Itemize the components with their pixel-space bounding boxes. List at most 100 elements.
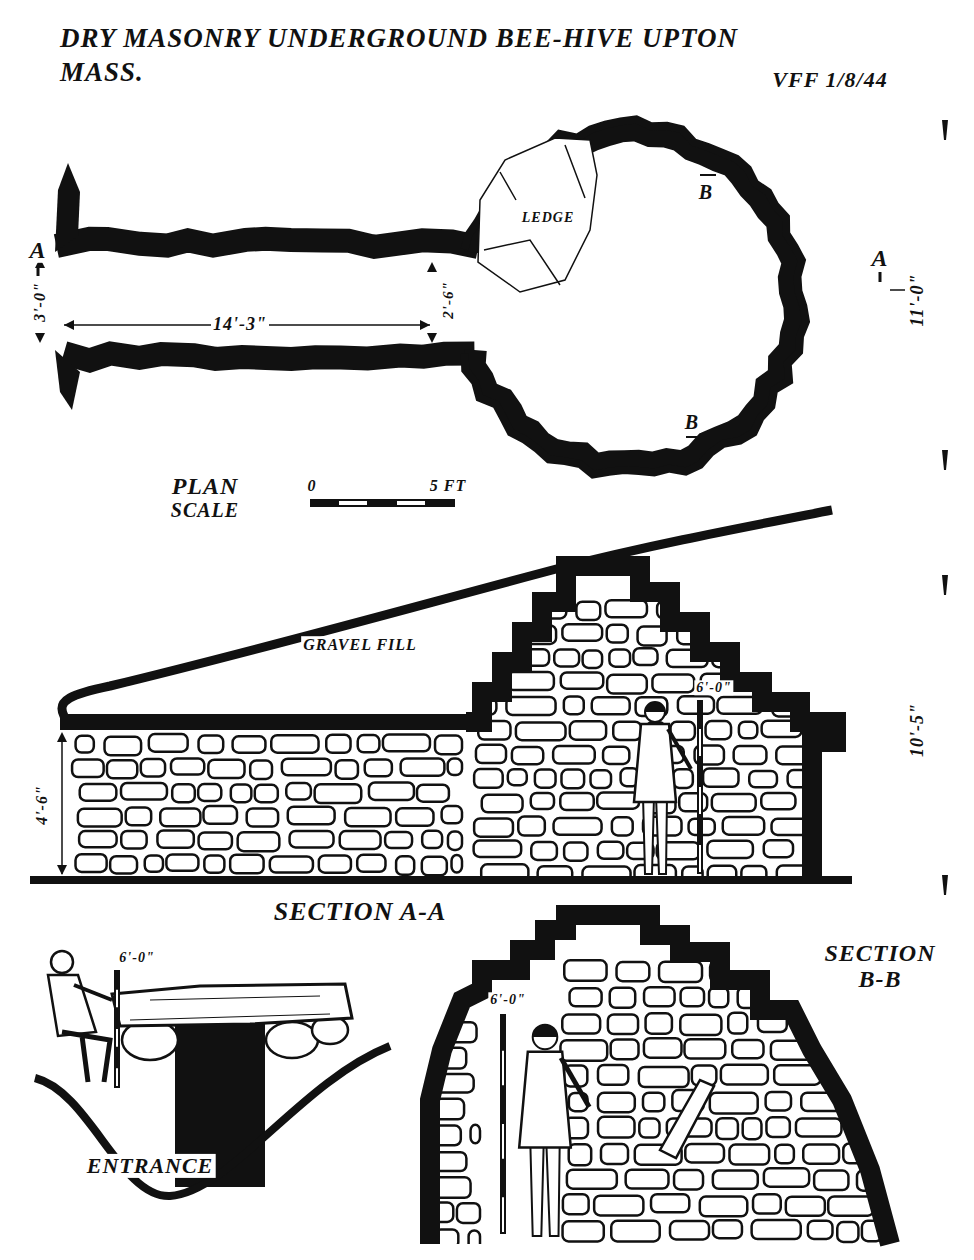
stone <box>105 737 142 756</box>
stone <box>721 1065 768 1085</box>
pole-shaft <box>500 1014 506 1234</box>
figure-head <box>51 951 73 973</box>
figure-legs <box>62 1032 110 1082</box>
dimension-line <box>61 734 63 874</box>
pole-band <box>699 845 701 872</box>
stone <box>603 747 629 764</box>
stone <box>319 855 351 872</box>
stone <box>678 696 714 713</box>
stone <box>476 626 511 643</box>
stone <box>861 1091 900 1112</box>
stone <box>786 1197 825 1216</box>
stone <box>570 988 602 1006</box>
figure-arm <box>74 985 112 1000</box>
chamber-masonry <box>426 960 900 1250</box>
floor-line <box>30 876 852 884</box>
plan-view <box>35 119 905 507</box>
stone <box>208 760 244 778</box>
stone <box>710 626 759 643</box>
stone <box>204 855 224 872</box>
view-label: SECTION A-A <box>272 898 449 927</box>
stone <box>613 722 641 740</box>
stone <box>831 1013 877 1032</box>
stone <box>598 1117 634 1138</box>
stone <box>506 697 555 715</box>
stone <box>365 759 392 776</box>
stone <box>766 1092 791 1111</box>
pole-shaft <box>697 700 703 874</box>
ledge-rock <box>478 138 597 292</box>
figure-arm <box>561 1058 589 1107</box>
annotation-label: GRAVEL FILL <box>301 636 419 654</box>
stone <box>107 760 137 778</box>
stone <box>752 1220 801 1239</box>
stone <box>516 723 566 741</box>
stone <box>198 784 221 801</box>
stone <box>564 696 584 714</box>
stone <box>288 807 335 825</box>
slanted-slab <box>660 1080 714 1158</box>
stone <box>561 770 584 789</box>
pole-band <box>502 1197 504 1232</box>
stone <box>712 794 756 811</box>
stone <box>749 771 777 787</box>
stone <box>644 1038 682 1058</box>
dimension-label: 3'-0" <box>31 280 49 324</box>
stone <box>315 784 362 803</box>
stone <box>231 784 252 802</box>
stone <box>885 1145 900 1165</box>
stone <box>605 600 647 617</box>
stone <box>238 832 280 851</box>
stone <box>597 793 639 809</box>
stone <box>713 1220 742 1238</box>
stone <box>803 1145 839 1164</box>
stone <box>775 1145 794 1164</box>
dimension-tick <box>942 575 948 595</box>
stone <box>583 651 602 668</box>
dimension-label: 11'-0" <box>908 272 928 329</box>
stone <box>710 1093 758 1114</box>
stone <box>685 1144 724 1163</box>
stone <box>560 1040 607 1061</box>
stone <box>598 842 624 859</box>
stone <box>560 793 593 810</box>
stone <box>795 649 810 666</box>
stone <box>764 1168 809 1187</box>
annotation-label: 6'-0" <box>488 992 527 1007</box>
stone <box>562 624 602 640</box>
view-label: PLAN <box>170 473 241 499</box>
stone <box>171 758 204 774</box>
stone <box>570 721 606 739</box>
scale-bar <box>310 499 455 507</box>
stone <box>250 761 272 779</box>
stone <box>76 736 94 753</box>
stone <box>651 1194 689 1212</box>
stone <box>422 831 442 848</box>
stone <box>626 1170 669 1189</box>
stone <box>569 1144 591 1165</box>
stone <box>871 1067 900 1087</box>
stone <box>247 808 278 826</box>
stone <box>417 785 449 802</box>
stone <box>531 793 554 809</box>
stone <box>79 831 117 847</box>
stone <box>396 856 414 874</box>
stone <box>149 734 188 752</box>
stone <box>644 987 675 1006</box>
seated-figure <box>48 951 112 1082</box>
corridor-wall <box>56 239 478 247</box>
stone <box>729 1145 769 1165</box>
pole-band <box>502 1124 504 1159</box>
stone <box>535 769 556 787</box>
view-label: A <box>27 237 48 263</box>
stone <box>598 1065 628 1085</box>
stone <box>531 842 557 860</box>
stone <box>716 1118 738 1139</box>
stone <box>512 747 543 764</box>
stone <box>766 1117 789 1137</box>
stone <box>482 795 523 812</box>
stone <box>576 602 600 620</box>
stone <box>598 1093 635 1112</box>
stone <box>518 817 545 836</box>
stone <box>633 648 657 665</box>
